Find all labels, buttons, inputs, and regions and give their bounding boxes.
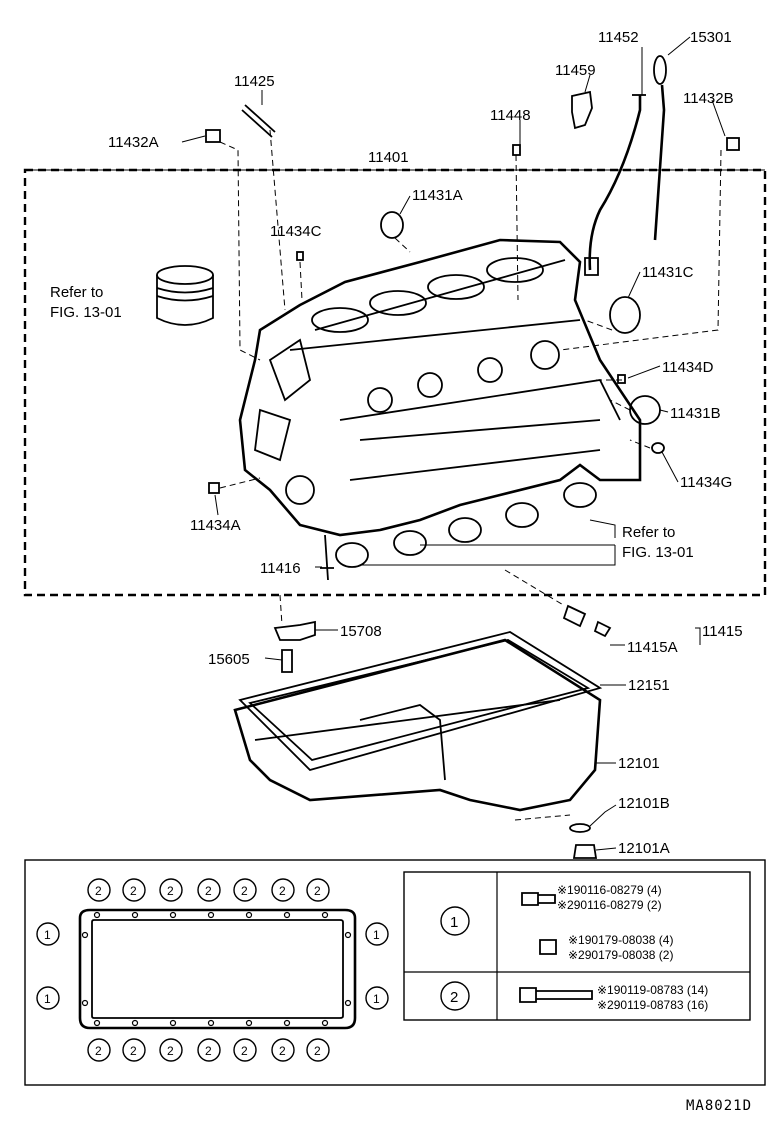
legend-row2-bolt-b: ※290119-08783 (16) bbox=[597, 998, 708, 1012]
svg-text:2: 2 bbox=[205, 884, 212, 898]
label-11432A: 11432A bbox=[108, 134, 159, 151]
legend-row2-symbol-text: 2 bbox=[450, 989, 458, 1006]
bolt-15605-icon bbox=[281, 649, 293, 673]
pin-11434A-icon bbox=[208, 482, 220, 494]
refer-mid-line2: FIG. 13-01 bbox=[622, 544, 694, 561]
svg-text:2: 2 bbox=[130, 1044, 137, 1058]
svg-text:2: 2 bbox=[95, 1044, 102, 1058]
label-15708: 15708 bbox=[340, 623, 382, 640]
label-11425: 11425 bbox=[234, 73, 275, 90]
leader-lines bbox=[181, 36, 726, 851]
gasket-bottom-symbols: 2 2 2 2 2 2 2 bbox=[87, 1038, 330, 1062]
gasket-bolt-pattern bbox=[78, 908, 357, 1030]
cylinder-block bbox=[238, 238, 642, 537]
svg-text:2: 2 bbox=[279, 884, 286, 898]
label-11459: 11459 bbox=[555, 62, 596, 79]
plug-11431A-icon bbox=[380, 211, 404, 239]
svg-text:1: 1 bbox=[44, 992, 51, 1006]
label-11434G: 11434G bbox=[680, 474, 732, 491]
oil-pan-icon bbox=[233, 638, 602, 812]
dipstick-guide-icon bbox=[584, 94, 646, 276]
svg-text:2: 2 bbox=[167, 1044, 174, 1058]
refer-mid-line1: Refer to bbox=[622, 524, 675, 541]
bracket-15708-icon bbox=[273, 620, 316, 641]
bracket-11459-icon bbox=[571, 90, 593, 130]
label-11448: 11448 bbox=[490, 107, 531, 124]
svg-text:2: 2 bbox=[130, 884, 137, 898]
svg-text:2: 2 bbox=[314, 1044, 321, 1058]
svg-text:2: 2 bbox=[205, 1044, 212, 1058]
figure-code: MA8021D bbox=[686, 1098, 752, 1114]
legend-row2-symbol bbox=[440, 981, 470, 1011]
flange-bolt-icon bbox=[521, 892, 556, 906]
refer-top-line2: FIG. 13-01 bbox=[50, 304, 122, 321]
label-12101: 12101 bbox=[618, 755, 660, 772]
label-15605: 15605 bbox=[208, 651, 250, 668]
label-11432B: 11432B bbox=[683, 90, 734, 107]
label-11452: 11452 bbox=[598, 29, 639, 46]
refer-top-line1: Refer to bbox=[50, 284, 103, 301]
oil-pan-gasket-icon bbox=[238, 631, 603, 772]
legend-row1-nut-a: ※190179-08038 (4) bbox=[568, 933, 673, 947]
pin-11448-icon bbox=[512, 144, 521, 156]
drain-cock-11415-icon bbox=[562, 604, 612, 638]
gasket-top-symbols: 2 2 2 2 2 2 2 bbox=[87, 878, 330, 902]
svg-text:2: 2 bbox=[279, 1044, 286, 1058]
svg-text:1: 1 bbox=[373, 928, 380, 942]
svg-text:1: 1 bbox=[373, 992, 380, 1006]
gasket-side-symbols: 1 1 1 1 bbox=[36, 922, 389, 1010]
label-11431A: 11431A bbox=[412, 187, 463, 204]
pin-11434D-icon bbox=[617, 374, 626, 384]
plug-11432B-icon bbox=[726, 137, 740, 151]
plug-11432A-icon bbox=[205, 129, 221, 143]
label-11434C: 11434C bbox=[270, 223, 322, 240]
label-12101B: 12101B bbox=[618, 795, 670, 812]
legend-row2-bolt-a: ※190119-08783 (14) bbox=[597, 983, 708, 997]
label-12151: 12151 bbox=[628, 677, 670, 694]
label-11434D: 11434D bbox=[662, 359, 714, 376]
dipstick-icon bbox=[653, 55, 667, 241]
label-11431B: 11431B bbox=[670, 405, 721, 422]
legend-row1-bolt-a: ※190116-08279 (4) bbox=[557, 883, 662, 897]
label-11416: 11416 bbox=[260, 560, 301, 577]
svg-text:2: 2 bbox=[314, 884, 321, 898]
label-11401: 11401 bbox=[368, 149, 409, 166]
drain-plug-12101A-icon bbox=[572, 844, 598, 859]
nut-icon bbox=[539, 939, 557, 955]
drain-gasket-12101B-icon bbox=[569, 823, 591, 833]
label-11431C: 11431C bbox=[642, 264, 694, 281]
legend-row1-bolt-b: ※290116-08279 (2) bbox=[557, 898, 662, 912]
bolt-11416-icon bbox=[320, 534, 334, 581]
legend-row1-symbol bbox=[440, 906, 470, 936]
label-12101A: 12101A bbox=[618, 840, 670, 857]
svg-text:2: 2 bbox=[95, 884, 102, 898]
piston-icon bbox=[156, 265, 214, 326]
stud-11425-icon bbox=[241, 104, 276, 138]
label-15301: 15301 bbox=[690, 29, 732, 46]
label-11434A: 11434A bbox=[190, 517, 241, 534]
pin-11434C-icon bbox=[296, 251, 304, 261]
label-11415: 11415 bbox=[702, 623, 743, 640]
crankshaft-bearings-icon bbox=[335, 482, 597, 568]
legend-table bbox=[403, 871, 751, 1021]
pin-11434G-icon bbox=[651, 442, 665, 454]
svg-text:1: 1 bbox=[44, 928, 51, 942]
svg-text:2: 2 bbox=[167, 884, 174, 898]
long-bolt-icon bbox=[519, 987, 593, 1003]
gasket-bolt-holes bbox=[81, 911, 352, 1027]
svg-text:2: 2 bbox=[241, 884, 248, 898]
legend-row1-nut-b: ※290179-08038 (2) bbox=[568, 948, 673, 962]
svg-text:2: 2 bbox=[241, 1044, 248, 1058]
label-11415A: 11415A bbox=[627, 639, 678, 656]
plug-11431C-icon bbox=[609, 296, 641, 334]
legend-frame bbox=[24, 859, 766, 1086]
legend-row1-symbol-text: 1 bbox=[450, 914, 458, 931]
